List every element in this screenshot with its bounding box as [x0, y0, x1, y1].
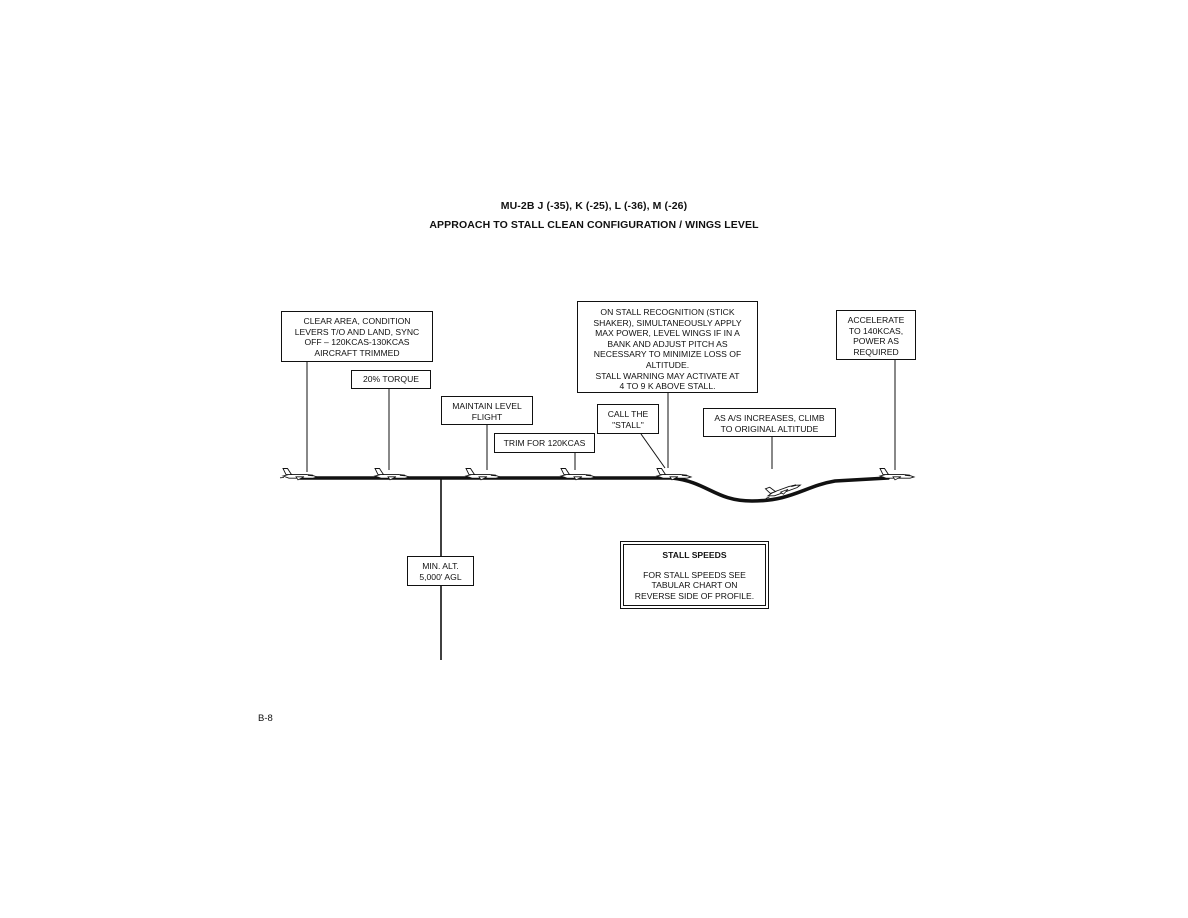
trim-callout: TRIM FOR 120KCAS	[494, 433, 595, 453]
maintain-level-callout: MAINTAIN LEVEL FLIGHT	[441, 396, 533, 425]
model-title: MU-2B J (-35), K (-25), L (-36), M (-26)	[500, 200, 688, 212]
stall-recognition-callout: ON STALL RECOGNITION (STICK SHAKER), SIM…	[577, 301, 758, 393]
torque-callout: 20% TORQUE	[351, 370, 431, 389]
min-altitude-callout: MIN. ALT. 5,000' AGL	[407, 556, 474, 586]
procedure-title: APPROACH TO STALL CLEAN CONFIGURATION / …	[429, 219, 759, 231]
clear-area-callout: CLEAR AREA, CONDITION LEVERS T/O AND LAN…	[281, 311, 433, 362]
accelerate-callout: ACCELERATE TO 140KCAS, POWER AS REQUIRED	[836, 310, 916, 360]
flight-path	[298, 476, 890, 503]
page-number: B-8	[258, 713, 273, 724]
stall-speeds-note: FOR STALL SPEEDS SEE TABULAR CHART ON RE…	[634, 569, 755, 601]
airplane-icon	[279, 467, 318, 481]
stall-speeds-panel: STALL SPEEDS FOR STALL SPEEDS SEE TABULA…	[620, 541, 769, 609]
call-stall-callout: CALL THE "STALL"	[597, 404, 659, 434]
climb-callout: AS A/S INCREASES, CLIMB TO ORIGINAL ALTI…	[703, 408, 836, 437]
stall-speeds-heading: STALL SPEEDS	[662, 550, 727, 560]
